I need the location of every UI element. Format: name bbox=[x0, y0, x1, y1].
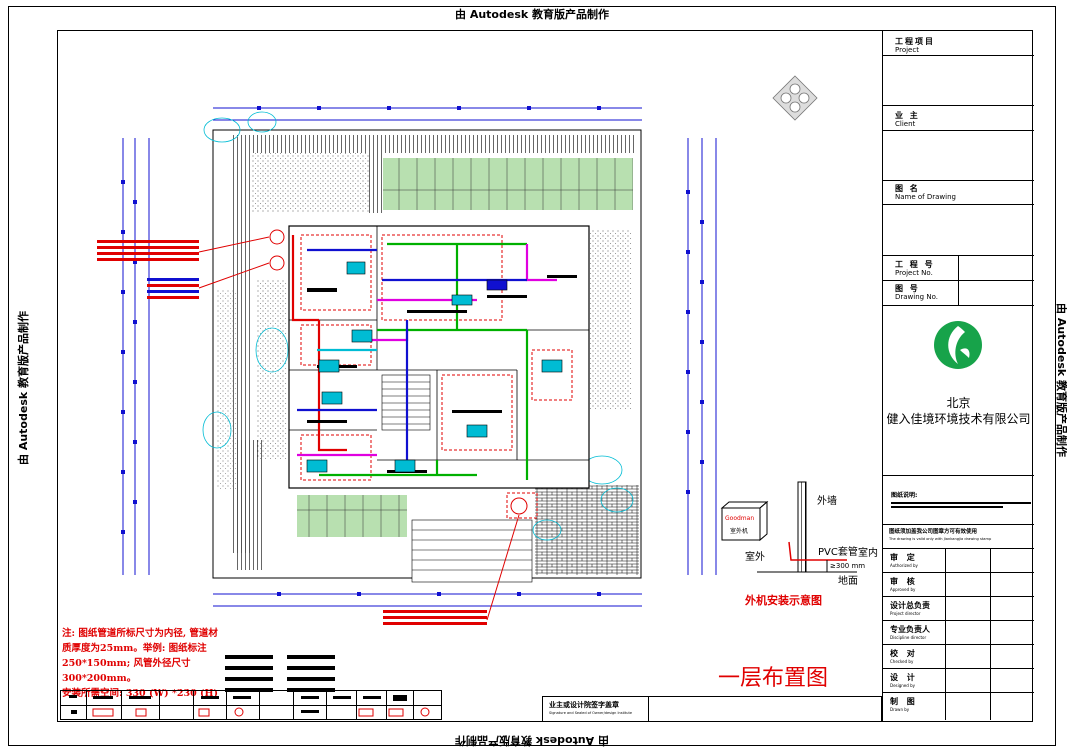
company-city: 北京 bbox=[946, 396, 971, 410]
detail-unit-brand: Goodman bbox=[725, 515, 755, 522]
detail-outdoor-label: 室外 bbox=[745, 552, 765, 563]
tb-stamp-cn: 图纸须加盖我公司图章方可有效使用 bbox=[889, 529, 978, 535]
legend-symbols bbox=[69, 695, 430, 717]
detail-height-label: ≥300 mm bbox=[830, 562, 866, 570]
detail-unit-label: 室外机 bbox=[730, 528, 749, 535]
company-leaf-logo-icon bbox=[934, 321, 982, 369]
note-line: 质厚度为25mm。举例: 图纸标注 bbox=[62, 643, 207, 654]
tb-note-heading: 图纸说明: bbox=[891, 492, 918, 499]
seal-label-en: Signature and Sealed of Owner/design Ins… bbox=[549, 711, 633, 715]
drawing-notes: 注: 图纸管道所标尺寸为内径, 管道材 质厚度为25mm。举例: 图纸标注 25… bbox=[62, 626, 242, 701]
legend-divider bbox=[61, 705, 441, 706]
detail-ground-label: 地面 bbox=[838, 576, 858, 587]
watermark-top: 由 Autodesk 教育版产品制作 bbox=[455, 8, 610, 21]
note-line: 250*150mm; 风管外径尺寸300*200mm。 bbox=[62, 658, 191, 684]
drawing-title: 一层布置图 bbox=[718, 666, 829, 691]
detail-pvc-label: PVC套管 bbox=[818, 547, 858, 558]
owner-seal-box: 业主或设计院签字盖章 Signature and Sealed of Owner… bbox=[542, 696, 882, 722]
outer-frame bbox=[8, 6, 1056, 746]
note-line: 安装所需空间: 330 (W) *230 (H) bbox=[62, 688, 218, 699]
note-line: 注: 图纸管道所标尺寸为内径, 管道材 bbox=[62, 628, 218, 639]
detail-outer-wall-label: 外墙 bbox=[817, 496, 837, 507]
tb-stamp-en: The drawing is valid only with Jiankangj… bbox=[889, 537, 992, 541]
company-name: 健入佳境环境技术有限公司 bbox=[886, 412, 1031, 426]
legend-table bbox=[60, 690, 442, 720]
seal-label-cn: 业主或设计院签字盖章 bbox=[549, 701, 619, 709]
detail-indoor-label: 室内 bbox=[858, 548, 878, 559]
install-detail-title: 外机安装示意图 bbox=[745, 594, 822, 607]
floor-plan-drawing bbox=[97, 75, 857, 692]
tb-note-redacted bbox=[891, 502, 1031, 510]
